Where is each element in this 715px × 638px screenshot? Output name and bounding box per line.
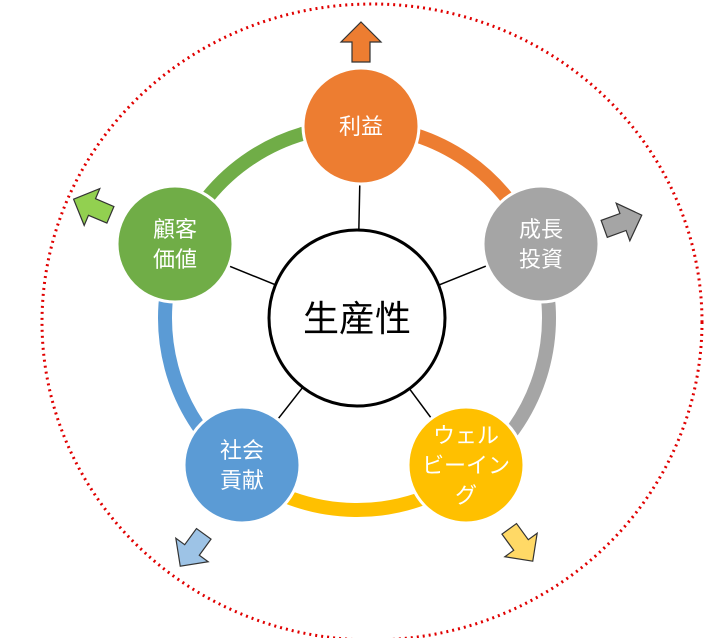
node-profit: 利益 (301, 66, 421, 186)
node-label: ビーイン (422, 454, 510, 479)
node-label: グ (455, 484, 477, 509)
node-label: 利益 (339, 115, 383, 140)
node-label: 貢献 (220, 469, 264, 494)
node-label: 顧客 (153, 218, 197, 243)
arrow-icon-wellbeing (501, 522, 538, 562)
arrow-icon-growth-investment (600, 202, 643, 243)
center-label: 生産性 (303, 299, 411, 340)
node-circle (301, 66, 421, 186)
arrow-icon-customer-value (72, 187, 115, 227)
node-label: ウェル (433, 424, 499, 449)
node-circle (182, 405, 302, 525)
center-circle (267, 228, 447, 408)
node-circle (481, 184, 601, 304)
node-circle (406, 405, 526, 525)
arrow-icon-profit (339, 21, 383, 63)
outward-arrows (72, 21, 643, 567)
node-label: 社会 (220, 439, 264, 464)
node-circle (115, 184, 235, 304)
node-label: 価値 (153, 248, 197, 273)
node-label: 投資 (519, 248, 563, 273)
arrow-icon-social-contribution (175, 527, 212, 567)
node-label: 成長 (519, 218, 563, 243)
boundary-dotted-circle (40, 2, 704, 638)
